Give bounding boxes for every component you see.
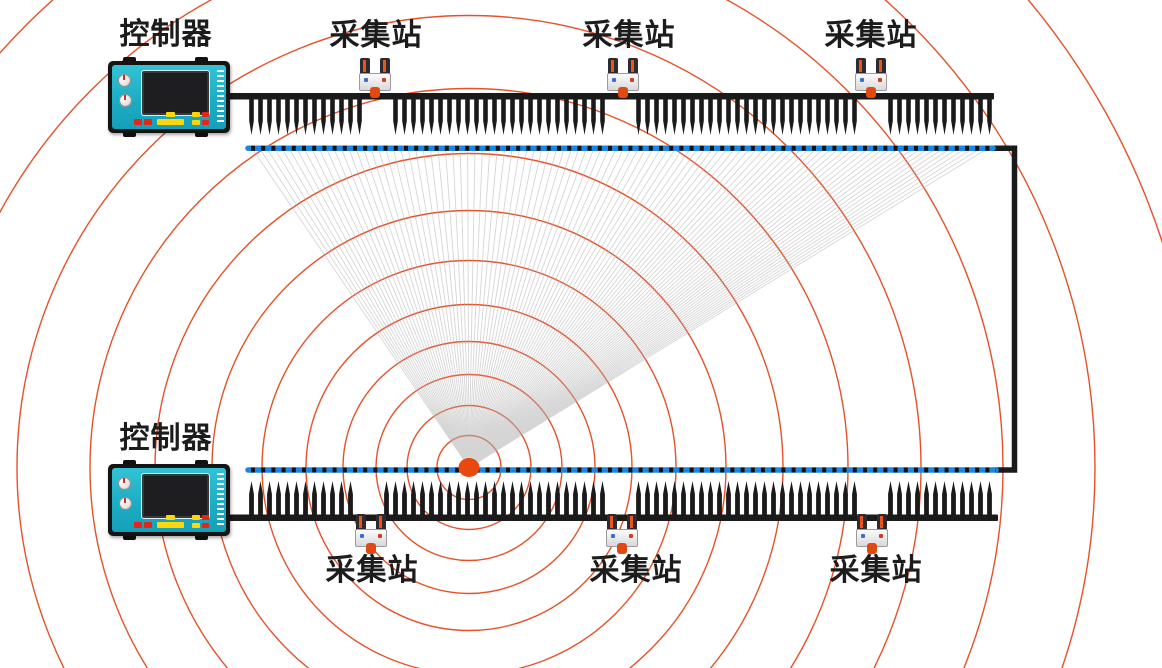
station-cable-coupling — [370, 87, 380, 98]
yellow-button-icon — [192, 112, 200, 117]
station-cable-coupling — [366, 543, 376, 554]
top-station-label-1: 采集站 — [329, 18, 423, 53]
red-button-icon — [202, 523, 209, 528]
controller-panel — [112, 65, 226, 129]
station-post — [627, 514, 637, 532]
station-cable-coupling — [867, 543, 877, 554]
bottom-station-label-2: 采集站 — [589, 553, 683, 588]
ray-fan — [251, 147, 989, 468]
line-connector — [993, 145, 1018, 473]
controller-frame — [108, 61, 230, 133]
knob-icon — [118, 74, 131, 87]
station-body — [355, 529, 387, 547]
controller-screen — [140, 472, 211, 520]
controller-frame — [108, 464, 230, 536]
top-station-label-2: 采集站 — [582, 18, 676, 53]
station-post — [876, 58, 886, 76]
red-button-icon — [134, 522, 142, 528]
controller-side-text-strip — [217, 473, 224, 527]
station-post — [628, 58, 638, 76]
acquisition-station-device-bottom-3 — [855, 514, 889, 554]
red-button-icon — [202, 120, 209, 125]
yellow-button-icon — [166, 112, 175, 117]
acquisition-station-device-top-3 — [854, 58, 888, 98]
station-post — [857, 514, 867, 532]
yellow-button-icon — [157, 119, 184, 125]
bottom-controller-label: 控制器 — [119, 421, 213, 456]
knob-icon — [118, 477, 131, 490]
station-cable-coupling — [618, 87, 628, 98]
red-button-icon — [144, 119, 152, 125]
shot-point-dot — [458, 458, 480, 477]
top-spread-comb — [220, 93, 994, 135]
station-post — [380, 58, 390, 76]
station-post — [356, 514, 366, 532]
bottom-station-label-3: 采集站 — [829, 553, 923, 588]
top-controller-label: 控制器 — [119, 17, 213, 52]
controller-panel — [112, 468, 226, 532]
red-button-icon — [202, 112, 209, 117]
red-button-icon — [134, 119, 142, 125]
station-cable-coupling — [617, 543, 627, 554]
top-station-label-3: 采集站 — [824, 18, 918, 53]
station-post — [376, 514, 386, 532]
acquisition-station-device-top-1 — [358, 58, 392, 98]
station-post — [877, 514, 887, 532]
station-post — [856, 58, 866, 76]
controller-device-top — [108, 57, 230, 137]
acquisition-station-device-bottom-1 — [354, 514, 388, 554]
station-cable-coupling — [866, 87, 876, 98]
station-post — [607, 514, 617, 532]
bottom-station-label-1: 采集站 — [325, 553, 419, 588]
station-body — [855, 73, 887, 91]
red-button-icon — [144, 522, 152, 528]
station-post — [608, 58, 618, 76]
controller-device-bottom — [108, 460, 230, 540]
knob-icon — [119, 497, 132, 510]
controller-screen — [140, 69, 211, 117]
yellow-button-icon — [157, 522, 184, 528]
yellow-button-icon — [192, 515, 200, 520]
yellow-button-icon — [166, 515, 175, 520]
acquisition-station-device-bottom-2 — [605, 514, 639, 554]
station-post — [360, 58, 370, 76]
yellow-button-icon — [192, 120, 200, 125]
knob-icon — [119, 94, 132, 107]
yellow-button-icon — [192, 523, 200, 528]
acquisition-station-device-top-2 — [606, 58, 640, 98]
red-button-icon — [202, 515, 209, 520]
controller-side-text-strip — [217, 70, 224, 124]
